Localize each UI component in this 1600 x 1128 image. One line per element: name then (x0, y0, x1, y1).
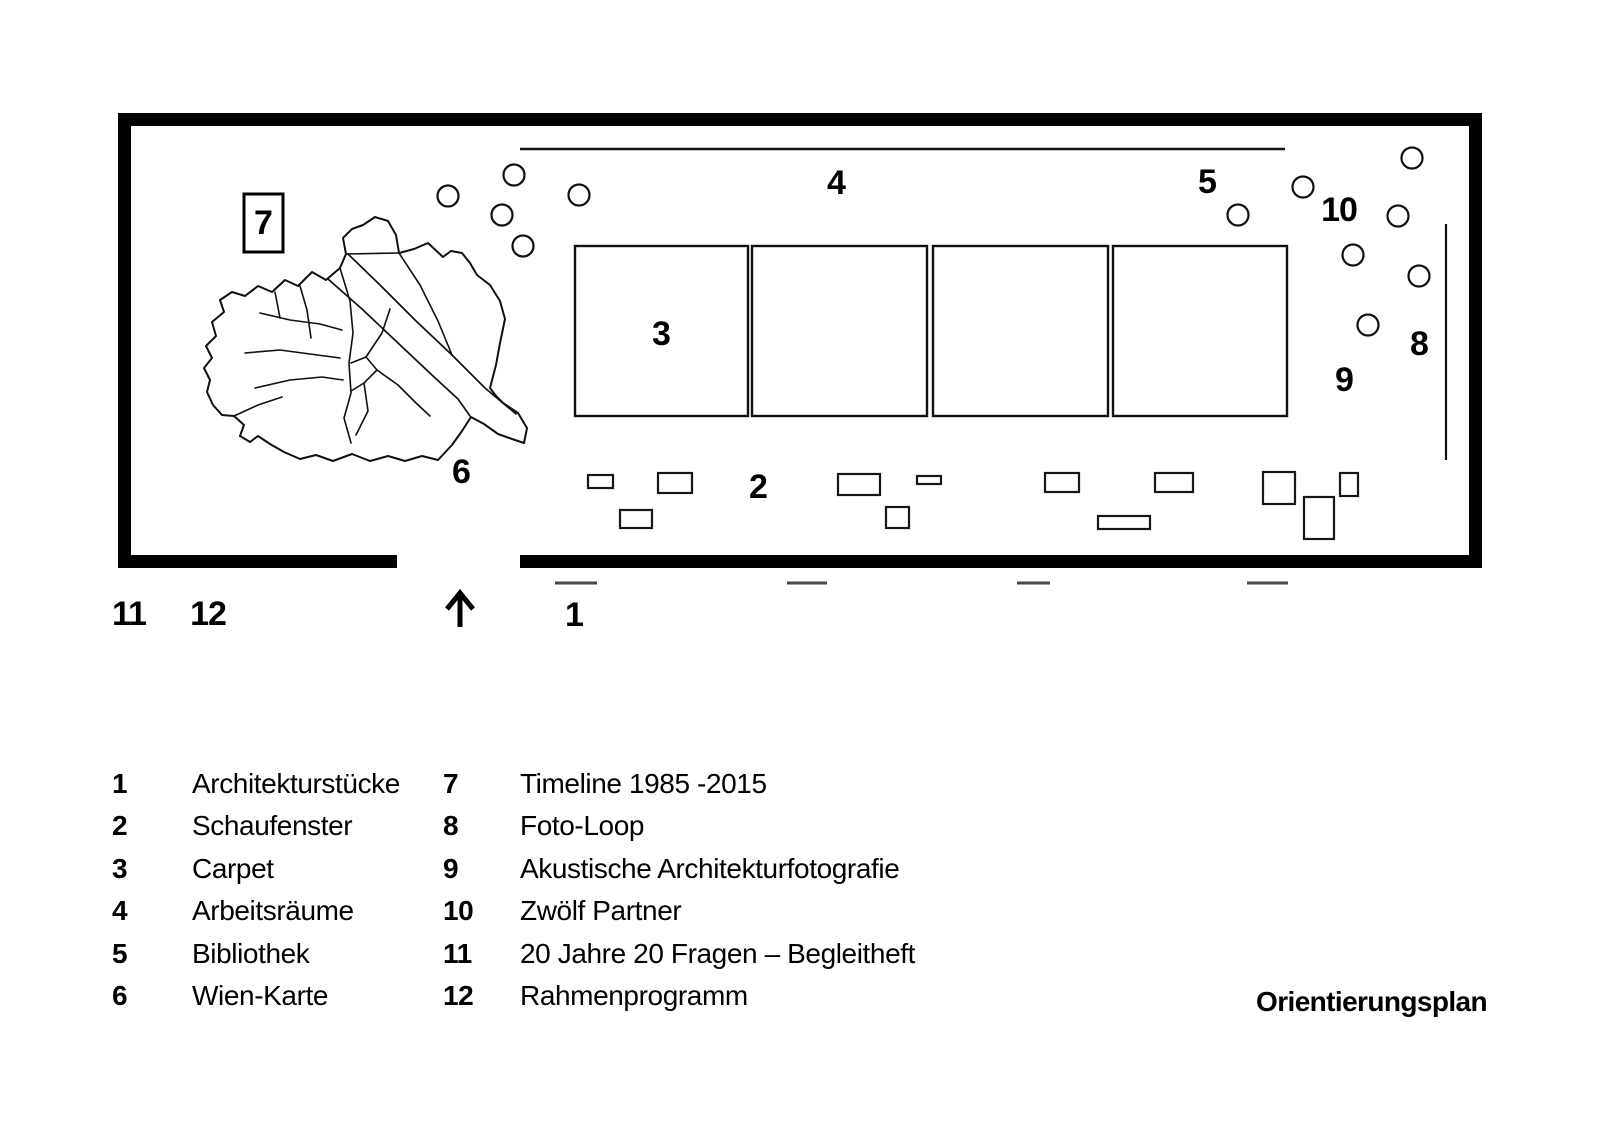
plan-marker-4: 4 (827, 164, 846, 202)
legend-label: Wien-Karte (192, 979, 329, 1011)
plan-marker-3: 3 (652, 315, 671, 353)
legend-row: 5 Bibliothek (112, 933, 400, 975)
danube-lines (327, 253, 517, 417)
display-case-rect (915, 474, 943, 486)
legend-row: 11 20 Jahre 20 Fragen – Begleitheft (443, 933, 915, 975)
partner-circle (567, 183, 591, 207)
legend-number: 9 (443, 852, 459, 884)
legend-column-1: 1 Architekturstücke 2 Schaufenster 3 Car… (112, 763, 400, 1017)
plan-marker-6: 6 (452, 453, 471, 491)
partner-circle (1226, 203, 1250, 227)
plan-title: Orientierungsplan (1256, 986, 1488, 1017)
legend-row: 10 Zwölf Partner (443, 890, 915, 932)
plan-marker-7: 7 (254, 204, 273, 242)
plan-marker-5: 5 (1198, 163, 1217, 201)
legend-number: 11 (443, 937, 472, 969)
legend-row: 2 Schaufenster (112, 805, 400, 847)
legend-column-2: 7 Timeline 1985 -2015 8 Foto-Loop 9 Akus… (443, 763, 915, 1017)
plan-marker-8: 8 (1410, 325, 1429, 363)
legend-label: Rahmenprogramm (520, 979, 748, 1011)
display-case-rect (656, 471, 694, 495)
legend-row: 9 Akustische Architekturfotografie (443, 848, 915, 890)
legend-label: Carpet (192, 852, 274, 884)
work-room-square (750, 244, 929, 418)
partner-circle (502, 163, 526, 187)
legend-row: 4 Arbeitsräume (112, 890, 400, 932)
plan-marker-10: 10 (1321, 191, 1358, 229)
display-case-rect (1043, 471, 1081, 494)
legend-number: 1 (112, 768, 128, 799)
vienna-outer-boundary (203, 216, 528, 462)
legend-row: 8 Foto-Loop (443, 805, 915, 847)
display-case-rect (1096, 514, 1152, 531)
legend-row: 1 Architekturstücke (112, 763, 400, 805)
plan-marker-12: 12 (190, 595, 227, 633)
legend-number: 7 (443, 768, 459, 799)
display-case-rect (618, 508, 654, 530)
timeline-box (242, 192, 285, 254)
partner-circle (1356, 313, 1380, 337)
legend-label: Timeline 1985 -2015 (520, 768, 767, 799)
legend-label: 20 Jahre 20 Fragen – Begleitheft (520, 937, 916, 969)
legend-label: Foto-Loop (520, 810, 645, 842)
legend-row: 7 Timeline 1985 -2015 (443, 763, 915, 805)
legend-label: Zwölf Partner (520, 895, 682, 927)
legend-number: 5 (112, 937, 128, 969)
partner-circle (1400, 146, 1424, 170)
plan-wall-left (118, 113, 131, 568)
display-case-rect (1338, 471, 1360, 498)
legend-number: 8 (443, 810, 459, 842)
legend-label: Bibliothek (192, 937, 310, 969)
legend-label: Akustische Architekturfotografie (520, 852, 900, 884)
display-case-rect (836, 472, 882, 497)
display-case-rect (884, 505, 911, 530)
partner-circle (511, 234, 535, 258)
partner-circle (1386, 204, 1410, 228)
plan-wall-bottom-right (520, 555, 1482, 568)
work-room-square (931, 244, 1110, 418)
display-case-rect (1153, 471, 1195, 494)
work-room-square (1111, 244, 1289, 418)
vienna-map (203, 216, 528, 462)
plan-wall-bottom-left (118, 555, 397, 568)
district-boundaries (233, 252, 453, 444)
partner-circle (490, 203, 514, 227)
plan-walls (118, 113, 1482, 568)
display-case-rect (1261, 470, 1297, 506)
legend-label: Architekturstücke (192, 768, 400, 799)
legend-number: 2 (112, 810, 128, 842)
partner-circle (436, 184, 460, 208)
display-cases (586, 470, 1360, 541)
legend-label: Arbeitsräume (192, 895, 354, 927)
display-case-rect (586, 473, 615, 490)
legend-number: 4 (112, 895, 128, 927)
legend-number: 3 (112, 852, 128, 884)
legend-number: 10 (443, 895, 474, 927)
work-room-square (573, 244, 750, 418)
partner-circle (1291, 175, 1315, 199)
plan-marker-11: 11 (112, 595, 147, 633)
plan-marker-9: 9 (1335, 361, 1354, 399)
legend-row: 3 Carpet (112, 848, 400, 890)
plan-marker-1: 1 (565, 596, 584, 634)
entrance-arrow-icon (445, 589, 475, 627)
partner-circle (1341, 243, 1365, 267)
legend-number: 6 (112, 979, 128, 1011)
legend-number: 12 (443, 979, 474, 1011)
display-case-rect (1302, 495, 1336, 541)
partner-circles (436, 146, 1431, 337)
legend-row: 12 Rahmenprogramm (443, 975, 915, 1017)
partner-circle (1407, 264, 1431, 288)
plan-wall-top (118, 113, 1482, 126)
legend-label: Schaufenster (192, 810, 353, 842)
work-room-squares (573, 244, 1289, 418)
legend-row: 6 Wien-Karte (112, 975, 400, 1017)
plan-wall-right (1469, 113, 1482, 568)
plan-marker-2: 2 (749, 468, 768, 506)
